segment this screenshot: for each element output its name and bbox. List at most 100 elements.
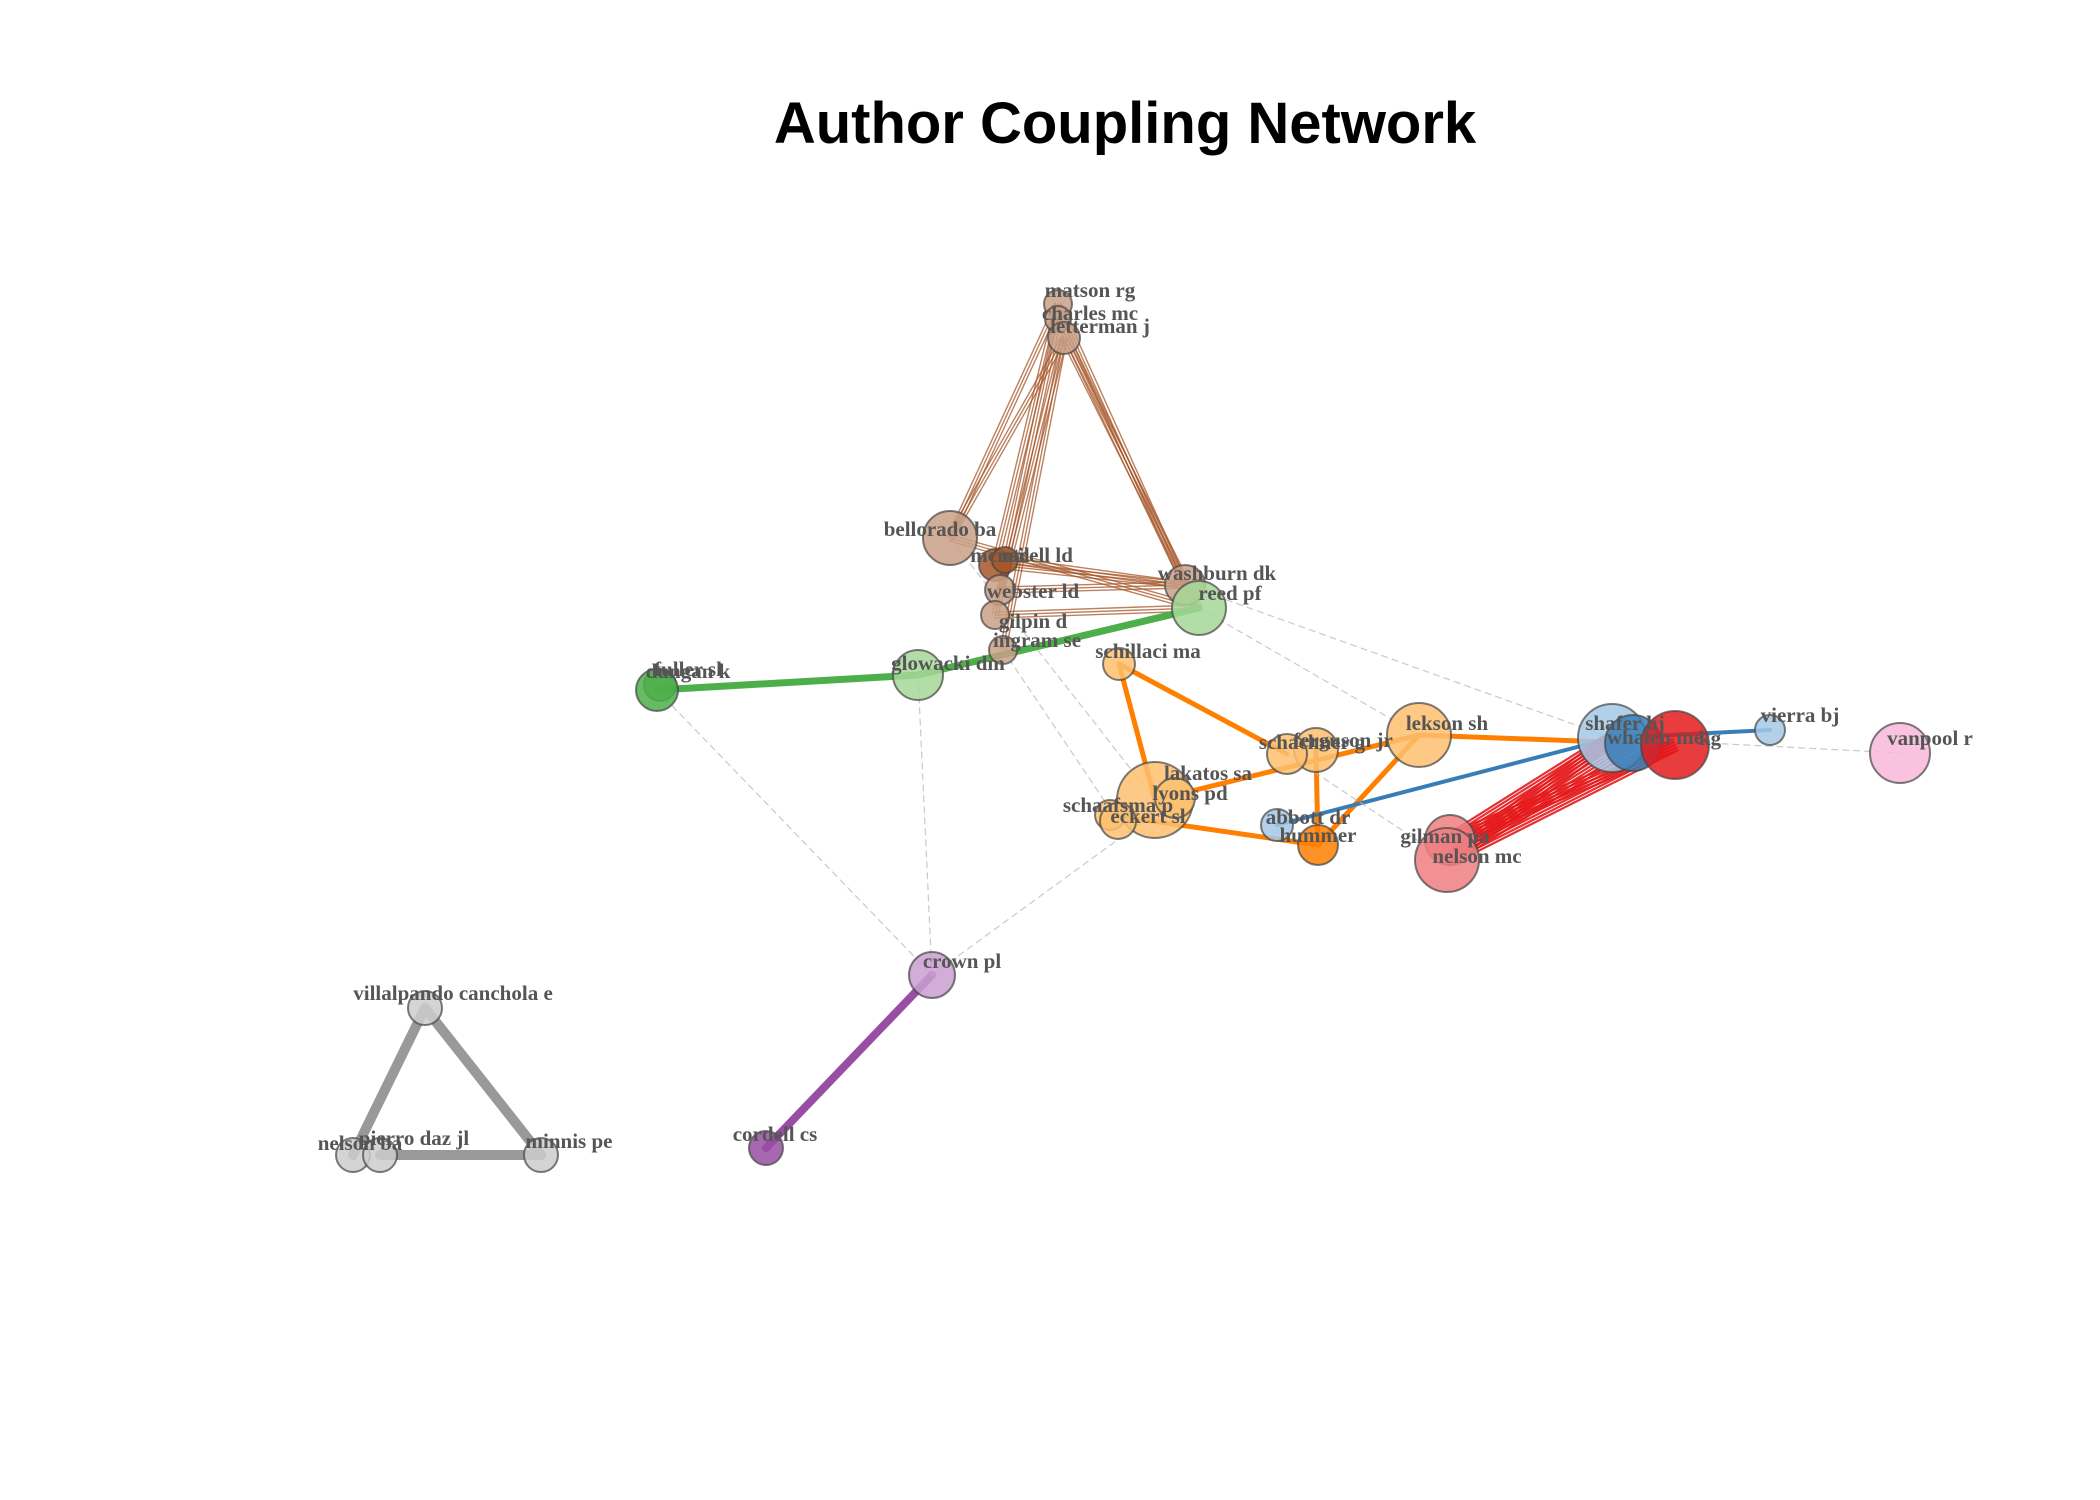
node-lyons — [1154, 777, 1196, 819]
node-kg — [1640, 710, 1710, 780]
edge-webster-washburn — [999, 587, 1186, 594]
node-label-lakatos: lakatos sa — [1164, 761, 1253, 785]
node-label-mcneil: mcneil — [970, 543, 1030, 567]
node-label-abbott: abbott dr — [1266, 805, 1351, 829]
edge-glowacki-crown — [917, 674, 933, 976]
node-glowacki — [892, 649, 944, 701]
node-label-glowacki: glowacki dm — [891, 651, 1005, 675]
node-label-vanpool: vanpool r — [1887, 726, 1973, 750]
node-label-nelson: nelson mc — [1432, 844, 1521, 868]
edge-webster-washburn — [999, 584, 1186, 591]
edge-glowacki-reed — [914, 604, 1203, 679]
node-label-vierra: vierra bj — [1761, 703, 1840, 727]
edge-schillaci-schachner — [1116, 661, 1290, 757]
edge-ingram-eckert — [1002, 649, 1119, 822]
edge-bellorado-reed — [950, 534, 1201, 606]
node-label-whalen: whalen me — [1607, 725, 1703, 749]
node-vanpool — [1869, 722, 1931, 784]
edge-abbott-shafer — [1275, 736, 1614, 827]
node-label-pierro: pierro daz jl — [359, 1126, 470, 1150]
node-label-schaafsma: schaafsma p — [1063, 793, 1173, 817]
node-crown — [908, 951, 956, 999]
node-label-crown: crown pl — [923, 949, 1002, 973]
edge-ntcell-washburn — [1004, 556, 1187, 583]
edge-crown-cordell — [762, 971, 936, 1152]
edge-letterman-ingram — [1005, 337, 1068, 652]
node-ntcell — [991, 546, 1019, 574]
edge-letterman-bellorado — [949, 337, 1065, 539]
edge-reed-lekson — [1198, 607, 1420, 736]
edge-letterman-bellorado — [951, 338, 1068, 541]
node-label-webster: webster ld — [987, 579, 1080, 603]
edge-crown-lyons — [931, 797, 1176, 976]
node-bellorado — [922, 510, 978, 566]
node-label-charles: charles mc — [1042, 301, 1138, 325]
edge-matson-mcneil — [991, 302, 1056, 565]
edge-matson-bellorado — [946, 302, 1056, 538]
node-ingram — [988, 635, 1018, 665]
edge-matson-mcneil — [994, 303, 1059, 566]
node-label-schillaci: schillaci ma — [1095, 639, 1201, 663]
node-label-letterman: letterman j — [1050, 314, 1150, 338]
node-label-dungan: dungan k — [646, 659, 731, 683]
edge-dungan-glowacki — [653, 671, 922, 694]
node-label-fuller: fuller sl — [654, 657, 722, 681]
edge-bellorado-lakatos — [949, 537, 1156, 801]
node-label-ntcell: ntcell ld — [1001, 543, 1073, 567]
edge-gilpin-reed — [994, 610, 1200, 619]
node-label-villalpando: villalpando canchola e — [353, 981, 553, 1005]
chart-title: Author Coupling Network — [774, 91, 1477, 156]
node-schillaci — [1102, 647, 1136, 681]
node-label-eckert: eckert sl — [1110, 804, 1185, 828]
node-label-lekson: lekson sh — [1406, 711, 1489, 735]
node-reed — [1171, 580, 1227, 636]
node-pierro — [362, 1137, 398, 1173]
edge-washburn-shafer — [1184, 584, 1613, 739]
node-letterman — [1047, 321, 1081, 355]
node-label-gilman: gilman pa — [1400, 824, 1490, 848]
edge-letterman-reed — [1063, 337, 1200, 609]
node-label-hummer: hummer — [1280, 823, 1357, 847]
node-label-schachner: schachner g — [1259, 730, 1366, 754]
node-label-minnis: minnis pe — [526, 1129, 613, 1153]
node-minnis — [523, 1137, 559, 1173]
node-label-gilpin: gilpin d — [999, 609, 1068, 633]
node-label-lyons: lyons pd — [1152, 781, 1228, 805]
edge-ntcell-washburn — [1004, 559, 1186, 586]
node-label-ingram: ingram se — [993, 628, 1081, 652]
edge-dungan-crown — [656, 689, 933, 976]
node-schachner — [1266, 733, 1308, 775]
node-label-bellorado: bellorado ba — [884, 517, 997, 541]
edge-villalpando-nelson_ba — [348, 1003, 430, 1160]
node-label-washburn: washburn dk — [1158, 561, 1277, 585]
node-villalpando — [407, 990, 443, 1026]
node-gilpin — [980, 600, 1010, 630]
edge-gilpin-reed — [994, 604, 1200, 613]
edge-letterman-reed — [1060, 338, 1198, 611]
node-label-matson: matson rg — [1045, 278, 1136, 302]
edge-gilpin-reed — [994, 607, 1200, 616]
node-hummer — [1297, 824, 1339, 866]
nodes-layer — [335, 289, 1931, 1173]
node-cordell — [748, 1130, 784, 1166]
node-lekson — [1386, 702, 1452, 768]
node-label-reed: reed pf — [1198, 581, 1262, 605]
edge-webster-washburn — [999, 581, 1186, 588]
node-label-nelson_ba: nelson ba — [318, 1131, 403, 1155]
edge-letterman-reed — [1065, 335, 1203, 608]
node-eckert — [1099, 802, 1137, 840]
node-label-shafer: shafer hj — [1585, 711, 1665, 735]
node-label-cordell: cordell cs — [733, 1122, 818, 1146]
edge-letterman-bellorado — [946, 335, 1063, 538]
node-nelson — [1414, 827, 1480, 893]
node-dungan — [635, 668, 679, 712]
node-label-ferguson: ferguson jr — [1293, 728, 1393, 752]
node-label-kg: kg — [1699, 726, 1722, 750]
edge-villalpando-minnis — [420, 1003, 546, 1160]
node-vierra — [1754, 714, 1786, 746]
node-abbott — [1260, 808, 1294, 842]
edges-layer — [348, 302, 1901, 1160]
